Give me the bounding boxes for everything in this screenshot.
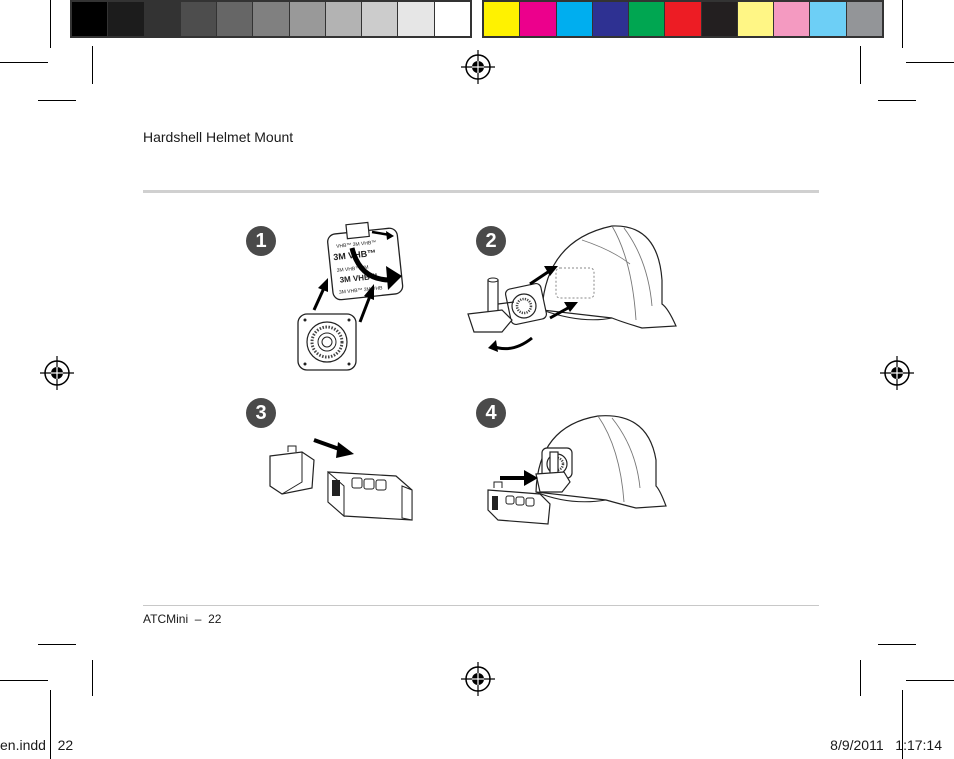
pad-text-line: 3M VHB™ 3M VHB bbox=[339, 285, 384, 296]
crop-mark bbox=[50, 0, 51, 48]
color-swatch bbox=[253, 2, 290, 36]
step-badge-4: 4 bbox=[476, 398, 506, 428]
color-swatch bbox=[325, 2, 363, 36]
pad-text-line: 3M VHB™ 3M bbox=[336, 265, 368, 274]
crop-mark bbox=[860, 46, 861, 84]
step1-illustration: VHB™ 3M VHB™ 3M VHB™ 3M VHB™ 3M 3M VHB™ … bbox=[297, 221, 404, 371]
camera-clip-icon bbox=[269, 445, 315, 495]
slug-filename: en.indd 22 bbox=[0, 737, 74, 753]
color-swatch bbox=[592, 2, 630, 36]
camera-icon bbox=[487, 481, 551, 525]
helmet-icon bbox=[535, 415, 667, 509]
crop-mark bbox=[878, 644, 916, 645]
color-swatch bbox=[362, 2, 399, 36]
slug-timestamp: 8/9/2011 1:17:14 bbox=[830, 737, 942, 753]
registration-mark-left bbox=[40, 356, 74, 390]
crop-mark bbox=[0, 680, 48, 681]
color-swatch bbox=[846, 2, 882, 36]
color-swatch bbox=[701, 2, 738, 36]
page-footer: ATCMini – 22 bbox=[143, 612, 222, 626]
color-swatch bbox=[434, 2, 470, 36]
crop-mark bbox=[902, 690, 903, 759]
crop-mark bbox=[878, 100, 916, 101]
color-swatch bbox=[72, 2, 109, 36]
color-swatch bbox=[398, 2, 435, 36]
color-swatch bbox=[665, 2, 702, 36]
header-rule bbox=[143, 190, 819, 193]
color-swatch bbox=[289, 2, 326, 36]
mount-assembly-icon bbox=[467, 277, 548, 333]
color-swatch bbox=[810, 2, 847, 36]
color-swatch bbox=[629, 2, 666, 36]
step3-illustration bbox=[269, 438, 413, 521]
color-swatch bbox=[774, 2, 811, 36]
color-swatch bbox=[556, 2, 593, 36]
pad-text-line: VHB™ 3M VHB™ bbox=[336, 240, 377, 250]
attach-arrow-icon bbox=[549, 306, 569, 320]
attach-arrow-icon bbox=[529, 270, 549, 286]
step4-illustration bbox=[487, 415, 667, 525]
color-swatch bbox=[520, 2, 557, 36]
step-badge-2: 2 bbox=[476, 226, 506, 256]
registration-mark-right bbox=[880, 356, 914, 390]
crop-mark bbox=[50, 690, 51, 759]
crop-mark bbox=[92, 660, 93, 696]
registration-mark-bottom bbox=[461, 662, 495, 696]
color-bar bbox=[482, 0, 884, 38]
camera-icon bbox=[327, 470, 413, 521]
color-swatch bbox=[144, 2, 181, 36]
up-arrow-icon bbox=[358, 295, 372, 323]
crop-mark bbox=[902, 0, 903, 48]
color-swatch bbox=[108, 2, 145, 36]
crop-mark bbox=[860, 660, 861, 696]
color-swatch bbox=[484, 2, 521, 36]
grayscale-bar bbox=[70, 0, 472, 38]
crop-mark bbox=[906, 680, 954, 681]
color-swatch bbox=[737, 2, 775, 36]
step2-illustration bbox=[467, 225, 677, 352]
step-badge-3: 3 bbox=[246, 398, 276, 428]
color-swatch bbox=[217, 2, 254, 36]
step-badge-1: 1 bbox=[246, 226, 276, 256]
crop-mark bbox=[38, 100, 76, 101]
registration-mark-top bbox=[461, 50, 495, 84]
peel-curve-arrow-icon bbox=[349, 247, 391, 283]
footer-rule bbox=[143, 605, 819, 606]
up-arrow-icon bbox=[312, 287, 326, 311]
mount-assembly-icon bbox=[535, 447, 573, 493]
rotate-arrow-icon bbox=[491, 336, 533, 351]
crop-mark bbox=[906, 62, 954, 63]
crop-mark bbox=[38, 644, 76, 645]
adhesive-pad-icon: VHB™ 3M VHB™ 3M VHB™ 3M VHB™ 3M 3M VHB™ … bbox=[327, 221, 404, 301]
color-swatch bbox=[180, 2, 218, 36]
crop-mark bbox=[92, 46, 93, 84]
mount-base-icon bbox=[297, 313, 357, 371]
crop-mark bbox=[0, 62, 48, 63]
page-title: Hardshell Helmet Mount bbox=[143, 129, 294, 145]
